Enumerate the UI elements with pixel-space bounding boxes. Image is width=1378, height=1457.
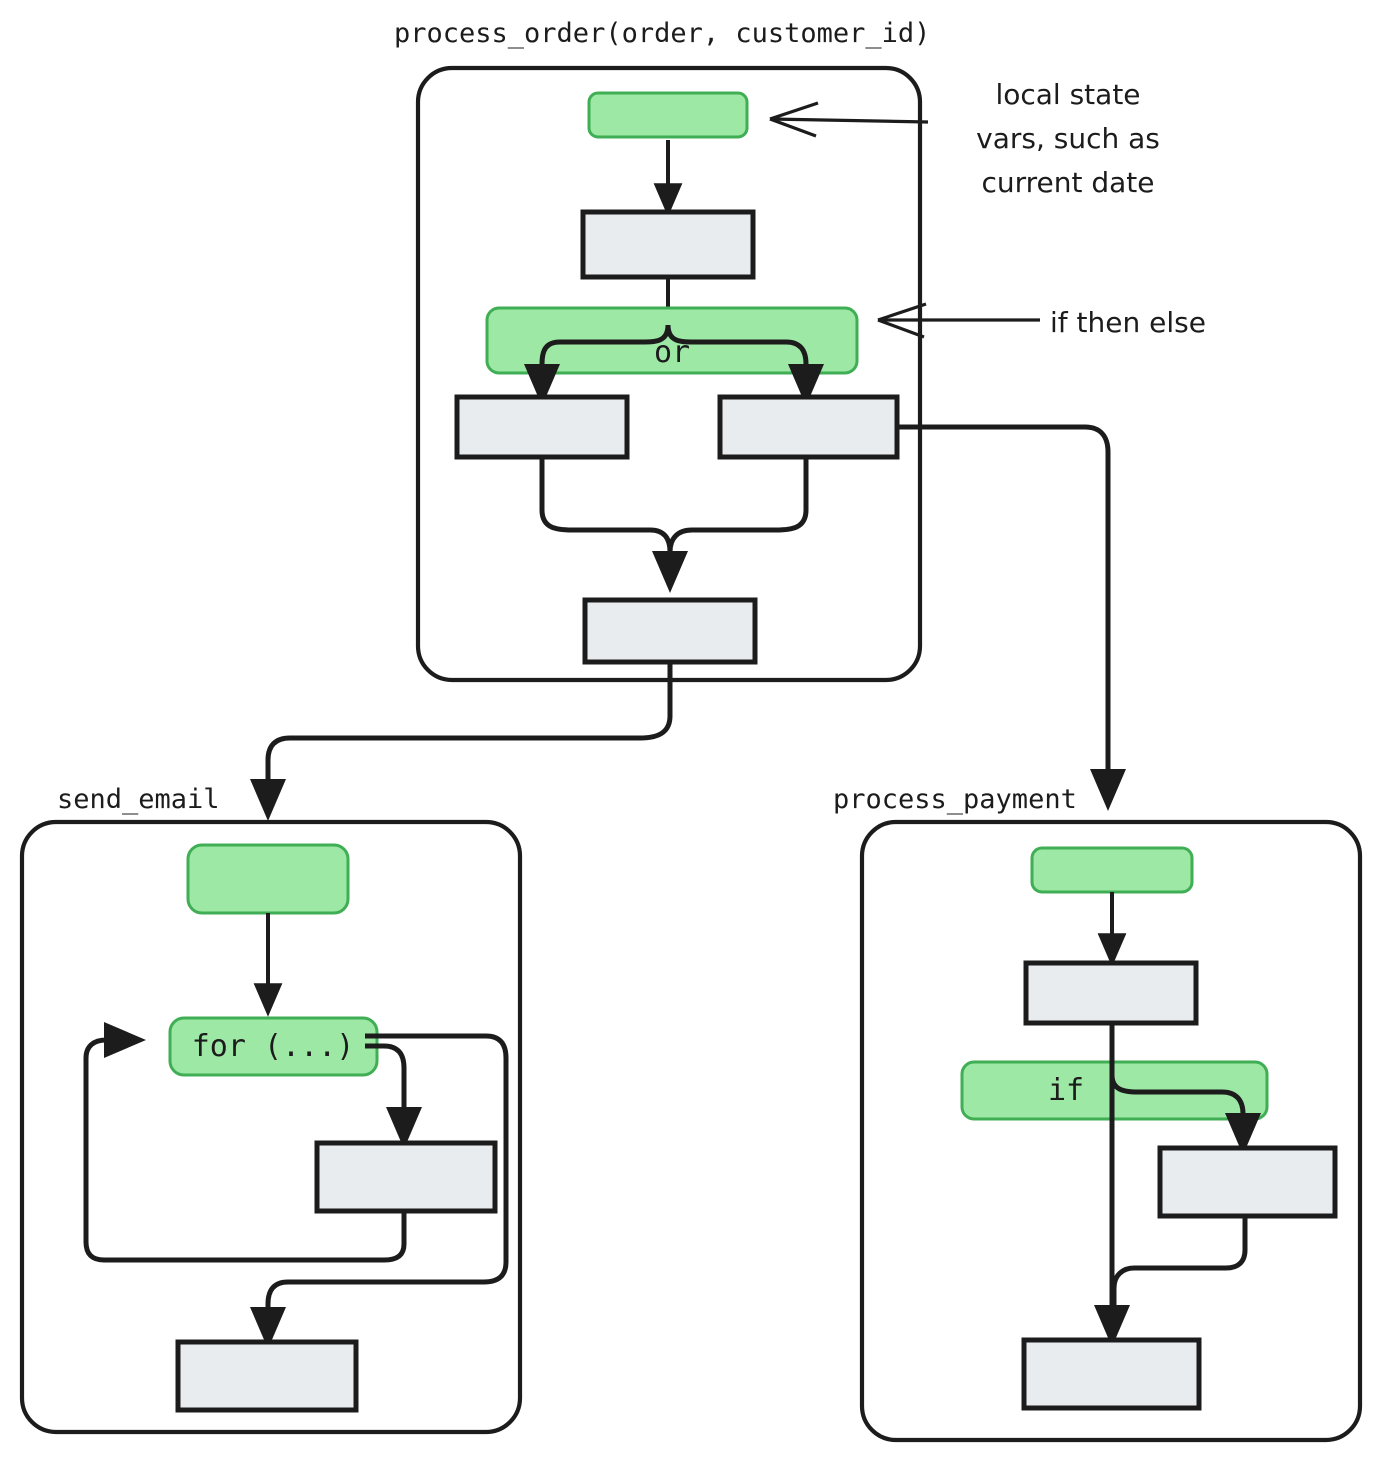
container-process-payment: process_payment bbox=[833, 784, 1363, 1443]
annotation-line-2: vars, such as bbox=[976, 122, 1160, 155]
edge-call-send-email bbox=[250, 662, 673, 822]
annotation-local-state: local state vars, such as current date bbox=[769, 78, 1160, 199]
node-po-stmt1[interactable] bbox=[580, 209, 756, 280]
edge-se-for-to-body bbox=[365, 1043, 422, 1150]
annotation-arrowhead-local-state bbox=[769, 101, 819, 138]
edge-pp-if-to-then bbox=[1109, 1074, 1261, 1156]
annotation-arrowhead-if-then-else bbox=[877, 302, 927, 339]
container-send-email: send_email bbox=[19, 784, 523, 1435]
edge-se-for-exit bbox=[250, 1033, 509, 1350]
node-se-entry[interactable] bbox=[186, 843, 350, 915]
edge-po-then-to-join bbox=[539, 457, 688, 594]
edge-pp-then-to-join bbox=[1111, 1216, 1248, 1308]
annotation-if-then-else: if then else bbox=[877, 302, 1206, 339]
edge-call-process-payment bbox=[897, 424, 1126, 812]
container-frame-process-payment bbox=[859, 819, 1363, 1443]
node-po-or[interactable] bbox=[485, 306, 859, 375]
annotation-if-then-else-text: if then else bbox=[1050, 306, 1206, 339]
node-pp-entry[interactable] bbox=[1030, 846, 1194, 894]
annotation-line-3: current date bbox=[981, 166, 1154, 199]
annotation-arrow-local-state bbox=[769, 117, 929, 124]
node-pp-then[interactable] bbox=[1157, 1145, 1338, 1219]
container-title-send-email: send_email bbox=[57, 784, 220, 815]
node-po-then[interactable] bbox=[454, 394, 630, 460]
node-po-join[interactable] bbox=[582, 597, 758, 665]
node-label-pp-if: if bbox=[1048, 1073, 1084, 1108]
node-label-se-for: for (...) bbox=[192, 1029, 355, 1064]
edge-po-else-to-join bbox=[667, 457, 809, 572]
node-se-body[interactable] bbox=[314, 1140, 498, 1214]
node-pp-join[interactable] bbox=[1021, 1337, 1202, 1411]
container-frame-send-email bbox=[19, 819, 523, 1435]
annotation-line-1: local state bbox=[995, 78, 1140, 111]
node-po-else[interactable] bbox=[717, 394, 900, 460]
node-pp-stmt[interactable] bbox=[1023, 960, 1199, 1026]
edge-po-or-to-then bbox=[524, 324, 671, 407]
node-se-after[interactable] bbox=[175, 1339, 359, 1413]
edge-se-loop-back bbox=[83, 1022, 407, 1263]
node-po-entry[interactable] bbox=[587, 91, 749, 139]
edge-po-or-to-else bbox=[665, 324, 824, 407]
container-title-process-payment: process_payment bbox=[833, 784, 1077, 815]
container-title-process-order: process_order(order, customer_id) bbox=[394, 18, 930, 49]
